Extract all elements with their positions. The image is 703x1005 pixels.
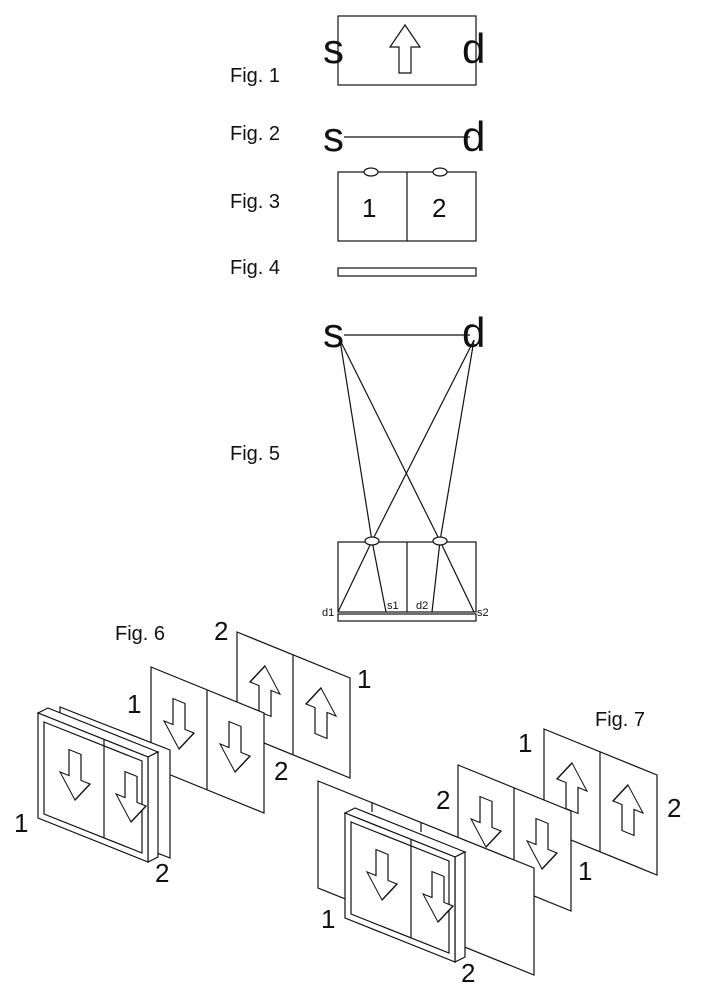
fig-2-label-d: d	[462, 113, 485, 160]
fig-5-label-d: d	[462, 309, 485, 356]
fig-6-middle-label-2: 2	[274, 756, 288, 786]
figure-1: Fig. 1 s d	[230, 15, 485, 87]
lens-icon	[432, 536, 448, 546]
fig-2-caption: Fig. 2	[230, 123, 280, 145]
fig-7-back-label-1: 1	[518, 728, 532, 758]
figure-2: Fig. 2 s d	[230, 113, 485, 160]
lens-icon	[364, 536, 380, 546]
fig-3-label-2: 2	[432, 193, 446, 223]
fig-7-block-side	[454, 851, 466, 963]
figure-3: Fig. 3 1 2	[230, 167, 477, 242]
fig-6-front-label-2: 2	[155, 858, 169, 888]
figure-4: Fig. 4	[230, 257, 477, 279]
fig-6-back-label-2: 2	[214, 616, 228, 646]
fig-7-block-front	[344, 812, 456, 963]
fig-1-label-d: d	[462, 25, 485, 72]
fig-5-plate	[337, 613, 477, 622]
fig-6-front-label-1: 1	[14, 808, 28, 838]
fig-5-rays	[337, 339, 475, 613]
fig-6-caption: Fig. 6	[115, 623, 165, 645]
figure-5: Fig. 5 s d d1 s1 d2 s2	[230, 309, 489, 622]
fig-7-middle-label-1: 1	[578, 856, 592, 886]
fig-3-label-1: 1	[362, 193, 376, 223]
fig-5-label-d1: d1	[322, 607, 334, 619]
fig-6-block-side	[147, 751, 159, 863]
figure-6: Fig. 6 2 1 1 2 1 2	[14, 616, 371, 888]
fig-1-caption: Fig. 1	[230, 65, 280, 87]
fig-6-block-front	[37, 712, 149, 863]
fig-4-plate	[337, 267, 477, 277]
fig-2-label-s: s	[323, 113, 344, 160]
fig-5-label-s: s	[323, 309, 344, 356]
fig-6-middle-label-1: 1	[127, 689, 141, 719]
fig-7-front-label-2: 2	[461, 958, 475, 988]
fig-1-label-s: s	[323, 25, 344, 72]
lens-icon	[363, 167, 379, 177]
fig-7-back-label-2: 2	[667, 793, 681, 823]
fig-6-back-label-1: 1	[357, 664, 371, 694]
figure-7: Fig. 7 1 2 2 1 1 2	[317, 709, 681, 988]
fig-5-label-d2: d2	[416, 600, 428, 612]
fig-5-caption: Fig. 5	[230, 443, 280, 465]
fig-4-caption: Fig. 4	[230, 257, 280, 279]
fig-7-caption: Fig. 7	[595, 709, 645, 731]
fig-7-front-label-1: 1	[321, 904, 335, 934]
fig-5-label-s2: s2	[477, 607, 489, 619]
fig-5-label-s1: s1	[387, 600, 399, 612]
fig-3-caption: Fig. 3	[230, 191, 280, 213]
lens-icon	[432, 167, 448, 177]
fig-7-middle-label-2: 2	[436, 785, 450, 815]
